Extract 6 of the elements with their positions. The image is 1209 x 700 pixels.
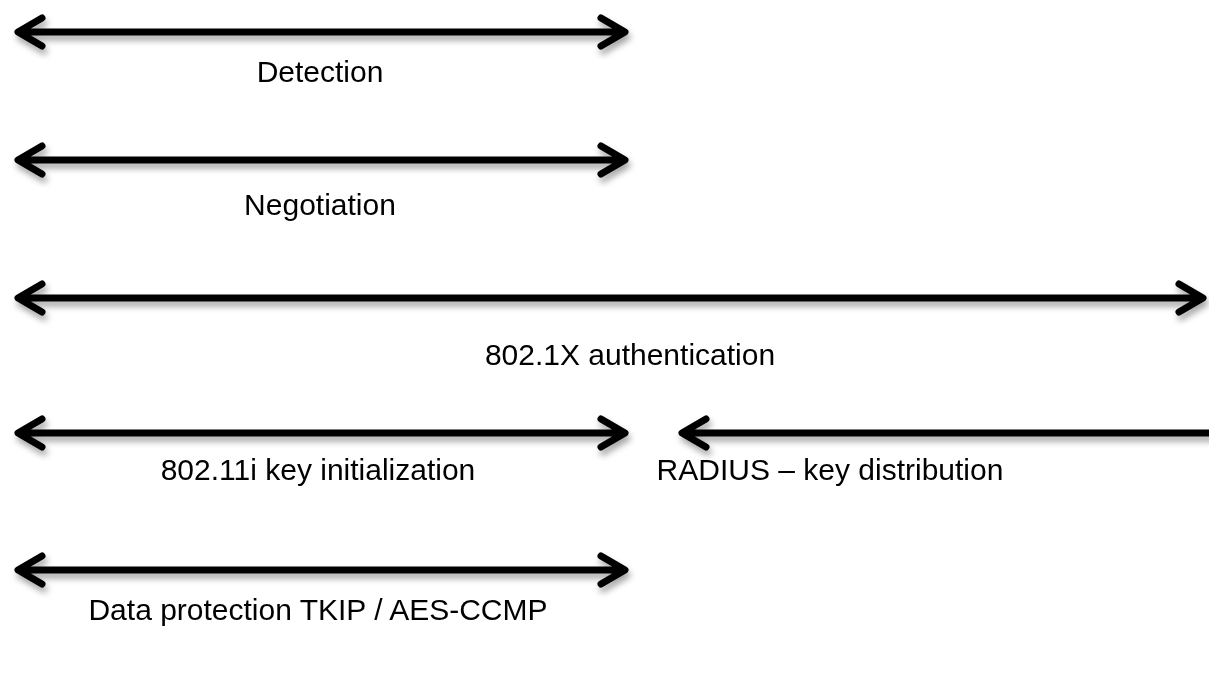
phase-label: Negotiation [243,187,397,223]
phase-label: Data protection TKIP / AES-CCMP [87,592,549,628]
phase-label: 802.11i key initialization [159,452,477,488]
phase-label: Detection [255,54,385,90]
phase-label: RADIUS – key distribution [655,452,1005,488]
phase-label: 802.1X authentication [483,337,777,373]
